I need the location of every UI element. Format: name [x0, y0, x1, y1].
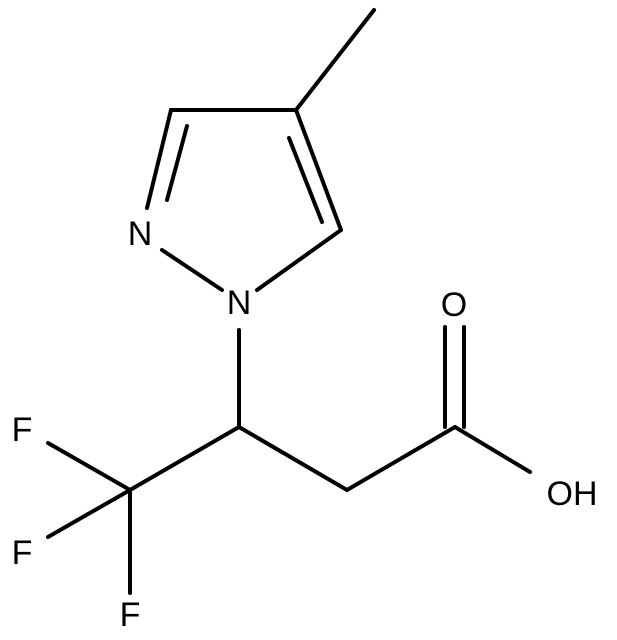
bond-cf3-f1 [46, 441, 132, 492]
atom-label-n1: N [227, 284, 252, 322]
bond-n1-n2 [160, 248, 224, 292]
bond-c3-n1 [255, 228, 343, 292]
bond-c3-c2 [237, 425, 349, 492]
atom-label-n2: N [128, 215, 153, 253]
atom-label-oh: OH [547, 475, 598, 513]
atom-label-o-carbonyl: O [441, 286, 467, 324]
bond-cf3-f2 [46, 488, 132, 539]
atom-label-f3: F [120, 596, 141, 634]
atom-label-f2: F [12, 534, 33, 572]
atom-label-f1: F [12, 411, 33, 449]
bond-c2-c1 [345, 425, 457, 492]
bond-c4-methyl [294, 8, 376, 112]
bond-c3-c4cf3 [128, 425, 241, 492]
bond-n2-c5 [145, 108, 173, 210]
bond-c4-c3-inner [287, 136, 324, 224]
bond-n2-c5-inner [165, 124, 189, 202]
bond-c1-oh [453, 425, 532, 474]
bond-c4-c3 [294, 108, 343, 232]
